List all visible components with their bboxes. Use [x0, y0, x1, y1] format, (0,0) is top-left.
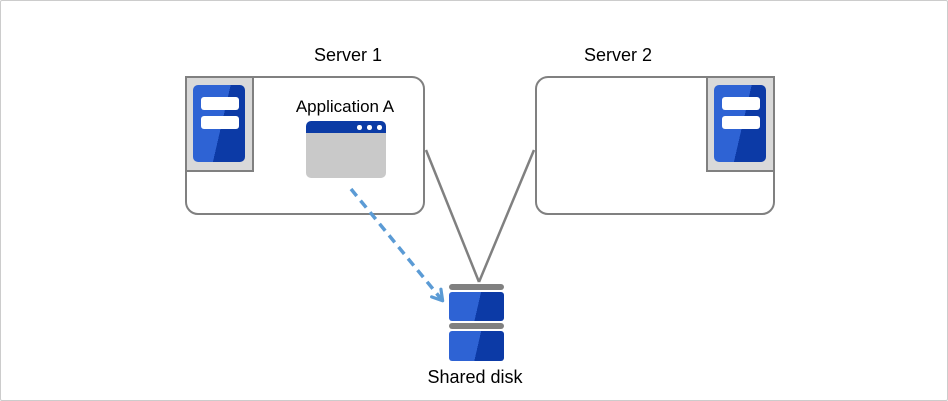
shared-disk-label: Shared disk — [427, 367, 523, 387]
tower-slot — [722, 97, 760, 110]
server2-title: Server 2 — [583, 45, 653, 65]
tower-slot — [201, 97, 239, 110]
window-titlebar — [306, 121, 386, 133]
window-body — [306, 133, 386, 178]
disk-platter — [449, 292, 504, 321]
window-dot-icon — [357, 125, 362, 130]
tower-slot — [722, 116, 760, 129]
application-window-icon — [306, 121, 386, 178]
server-tower-icon — [714, 85, 766, 162]
server-tower-icon — [193, 85, 245, 162]
server1-title: Server 1 — [313, 45, 383, 65]
disk-platter — [449, 331, 504, 361]
disk-cap — [449, 323, 504, 329]
tower-slot — [201, 116, 239, 129]
window-dot-icon — [367, 125, 372, 130]
server2-computer-icon-frame — [706, 76, 775, 172]
stacked-disk-icon — [449, 284, 504, 361]
window-dot-icon — [377, 125, 382, 130]
disk-cap — [449, 284, 504, 290]
server1-to-disk-connector — [424, 149, 481, 283]
application-a-label: Application A — [295, 97, 395, 116]
server2-to-disk-connector — [477, 149, 536, 283]
server1-computer-icon-frame — [185, 76, 254, 172]
